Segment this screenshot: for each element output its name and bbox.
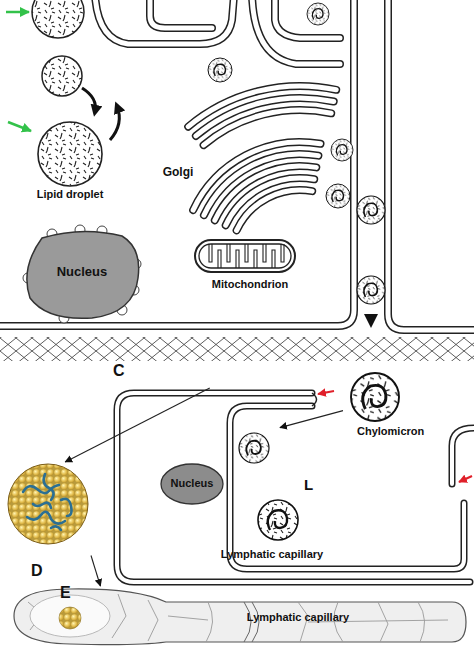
lymphatic-endothelial-cell: L Lymphatic capillary Nucleus <box>112 388 474 586</box>
red-arrow <box>459 476 472 482</box>
endothelial-border <box>206 602 213 642</box>
vesicle <box>307 3 329 25</box>
endothelial-border <box>112 594 126 638</box>
endothelial-border <box>418 602 425 642</box>
endothelial-border <box>378 602 388 642</box>
node-shape <box>8 586 470 646</box>
green-arrow <box>6 11 29 14</box>
cell-outer-membrane <box>117 393 470 582</box>
chylomicron: Chylomicron <box>343 371 453 443</box>
structure-label: Golgi <box>140 166 216 180</box>
basal-lamina <box>0 337 474 361</box>
golgi-region: Golgi <box>140 164 216 184</box>
structure-label: Mitochondrion <box>185 278 315 291</box>
chylomicron-particle <box>239 433 269 463</box>
structure-label: Lymphatic capillary <box>208 611 388 624</box>
outer-membrane <box>195 240 295 272</box>
cristae <box>209 244 284 268</box>
nucleus: Nucleus <box>160 463 224 505</box>
structure-label: Nucleus <box>160 477 224 490</box>
mitochondrion: Mitochondrion <box>185 238 315 294</box>
lipid-droplet: Lipid droplet <box>25 118 115 206</box>
vesicle <box>331 139 353 161</box>
chylomicron-model: D <box>5 462 91 585</box>
membrane-outline <box>0 0 474 330</box>
transport-arrow <box>65 388 210 462</box>
vesicle <box>208 58 232 82</box>
structure-label: E <box>60 584 84 602</box>
structure-label: L <box>304 476 328 493</box>
membrane-lumen <box>0 0 474 330</box>
structure-label: D <box>31 562 61 580</box>
endothelial-border <box>148 600 158 641</box>
exocytosis-arrowhead <box>364 314 378 328</box>
lymphatic-vessel: E Lymphatic capillary <box>8 586 470 646</box>
phospholipid-surface <box>8 464 88 544</box>
chylomicron-particle <box>351 373 399 421</box>
curved-arrow <box>110 106 119 140</box>
apolipoprotein <box>61 499 72 516</box>
structure-label: Lipid droplet <box>25 188 115 201</box>
nucleus: Nucleus <box>22 228 142 320</box>
vesicle <box>357 196 385 224</box>
chylomicron-particle <box>258 500 298 540</box>
flap-tip <box>312 393 317 406</box>
structure-label: Chylomicron <box>357 425 453 438</box>
vessel-outline <box>14 589 466 645</box>
red-arrow <box>318 391 334 394</box>
apolipoprotein <box>44 474 54 500</box>
structure-label: Lymphatic capillary <box>172 548 372 561</box>
cell-outer-membrane <box>117 393 470 582</box>
droplet-outline <box>38 122 102 186</box>
transport-arrow <box>91 555 100 586</box>
transport-arrow <box>280 411 343 428</box>
apolipoprotein <box>51 526 61 530</box>
cell-luminal-membrane <box>230 406 464 569</box>
lipid-droplet-small <box>42 56 82 96</box>
vessel-cutaway <box>30 595 110 637</box>
apolipoprotein <box>33 503 51 508</box>
structure-label: Nucleus <box>22 265 142 280</box>
curved-arrow <box>82 88 95 112</box>
nucleus-outline <box>161 464 223 504</box>
vesicle <box>326 184 350 208</box>
vesicle <box>357 276 385 304</box>
green-arrow <box>8 122 31 131</box>
cell-flap <box>452 428 474 484</box>
panel-letter: C <box>113 362 137 380</box>
node-shape <box>5 462 91 585</box>
apolipoprotein <box>27 512 65 524</box>
cell-luminal-membrane <box>230 406 464 569</box>
lipid-droplet-partial <box>32 0 84 38</box>
chylomicron-model <box>59 607 81 629</box>
cell-flap <box>452 428 474 484</box>
inner-membrane <box>199 244 291 268</box>
